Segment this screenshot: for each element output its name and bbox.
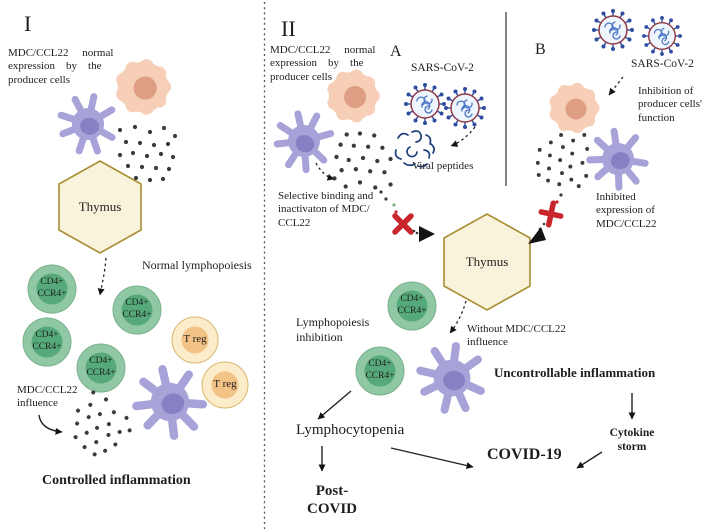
dotted-trail [379,190,398,214]
mdc-influence-label: MDC/CCL22 influence [17,384,78,410]
treg-label: T reg [183,333,207,345]
cd4-ccr4-label: CD4+ CCR4+ [32,330,62,352]
thymus-hexagon [443,213,531,311]
arrow-lymphocytopenia-to-covid [390,447,474,469]
producer-cell-icon [116,59,172,115]
arrow-to-lymphocytopenia [317,390,352,420]
panel-2-producer-text: MDC/CCL22 normal expression by the produ… [270,44,376,83]
sars-cov-2-virus-icon [403,82,447,126]
inhibition-x-icon [392,213,414,235]
arrow-thymus-to-dendritic [449,300,467,334]
arrow-cytokine-to-covid [576,451,603,469]
cd4-ccr4-label: CD4+ CCR4+ [86,356,116,378]
cd4-ccr4-label: CD4+ CCR4+ [397,294,427,316]
lymphopoiesis-inhibition-label: Lymphopoiesis inhibition [296,315,370,344]
cytokine-storm-label: Cytokine storm [609,427,655,454]
cd4-ccr4-label: CD4+ CCR4+ [122,298,152,320]
chemokine-dots [535,133,590,189]
arrowhead-to-thymus [419,226,435,242]
treg-label: T reg [213,378,237,390]
section-a-label: A [390,43,402,60]
sars-cov-2-label: SARS-CoV-2 [411,62,474,74]
post-covid-label: Post- COVID [306,483,357,518]
sars-cov-2-virus-icon [641,15,683,57]
chemokine-dots [117,124,178,183]
normal-lymphopoiesis-label: Normal lymphopoiesis [142,258,252,272]
inhibition-producer-label: Inhibition of producer cells' function [638,85,702,124]
panel-1-producer-text: MDC/CCL22 normal expression by the produ… [8,47,114,86]
dendritic-cell-icon [267,104,340,178]
sars-cov-2-virus-icon [591,8,635,52]
chemokine-dots [332,131,393,190]
arrow-virus-to-producer [608,76,624,96]
thymus-label: Thymus [465,254,509,269]
uncontrollable-inflammation-label: Uncontrollable inflammation [494,365,656,380]
thymus-hexagon [58,160,142,254]
thymus-label: Thymus [78,199,122,214]
arrow-virus-to-peptides [450,126,476,147]
selective-binding-label: Selective binding and inactivaton of MDC… [278,190,374,229]
dendritic-cell-icon [56,92,119,157]
arrow-influence-to-dots [38,414,63,435]
inhibition-plus-icon [538,200,564,228]
cd4-ccr4-label: CD4+ CCR4+ [365,359,395,381]
viral-peptides-icon [394,130,435,168]
cd4-ccr4-label: CD4+ CCR4+ [37,277,67,299]
sars-cov-2-label: SARS-CoV-2 [631,58,694,70]
dendritic-cell-icon [129,361,209,443]
without-influence-label: Without MDC/CCL22 influence [467,323,566,349]
inhibited-expression-label: Inhibited expression of MDC/CCL22 [596,191,657,230]
producer-cell-icon [549,82,600,134]
controlled-inflammation-caption: Controlled inflammation [42,473,191,488]
arrowhead-to-thymus [528,227,546,244]
dotted-trail [412,229,419,235]
panel-1-label: I [24,11,32,36]
section-b-label: B [535,41,546,58]
covid-19-label: COVID-19 [487,446,562,463]
dendritic-cell-icon [586,127,649,192]
sars-cov-2-virus-icon [443,86,487,130]
viral-peptides-label: Viral peptides [412,160,474,172]
arrow-dendritic-to-dots [315,162,335,181]
arrow-thymus-to-lymphopoiesis [97,257,107,296]
panel-2-label: II [281,16,296,41]
dotted-trail [555,193,563,204]
lymphocytopenia-label: Lymphocytopenia [296,422,405,438]
dendritic-cell-icon [417,343,484,413]
